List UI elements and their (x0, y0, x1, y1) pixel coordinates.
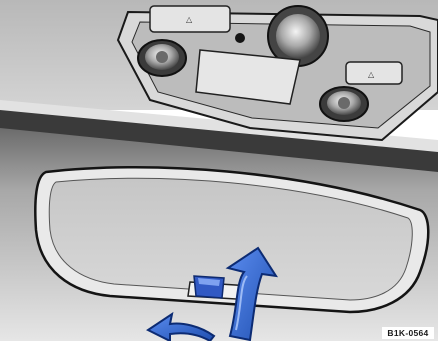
interior-light-left-icon (138, 40, 186, 76)
svg-text:△: △ (368, 70, 375, 79)
svg-text:△: △ (186, 15, 193, 24)
auto-dimming-button-icon (194, 276, 224, 298)
console-sensor-dot (235, 33, 245, 43)
interior-light-right-icon (320, 87, 368, 121)
figure-reference-code: B1K-0564 (382, 327, 434, 339)
